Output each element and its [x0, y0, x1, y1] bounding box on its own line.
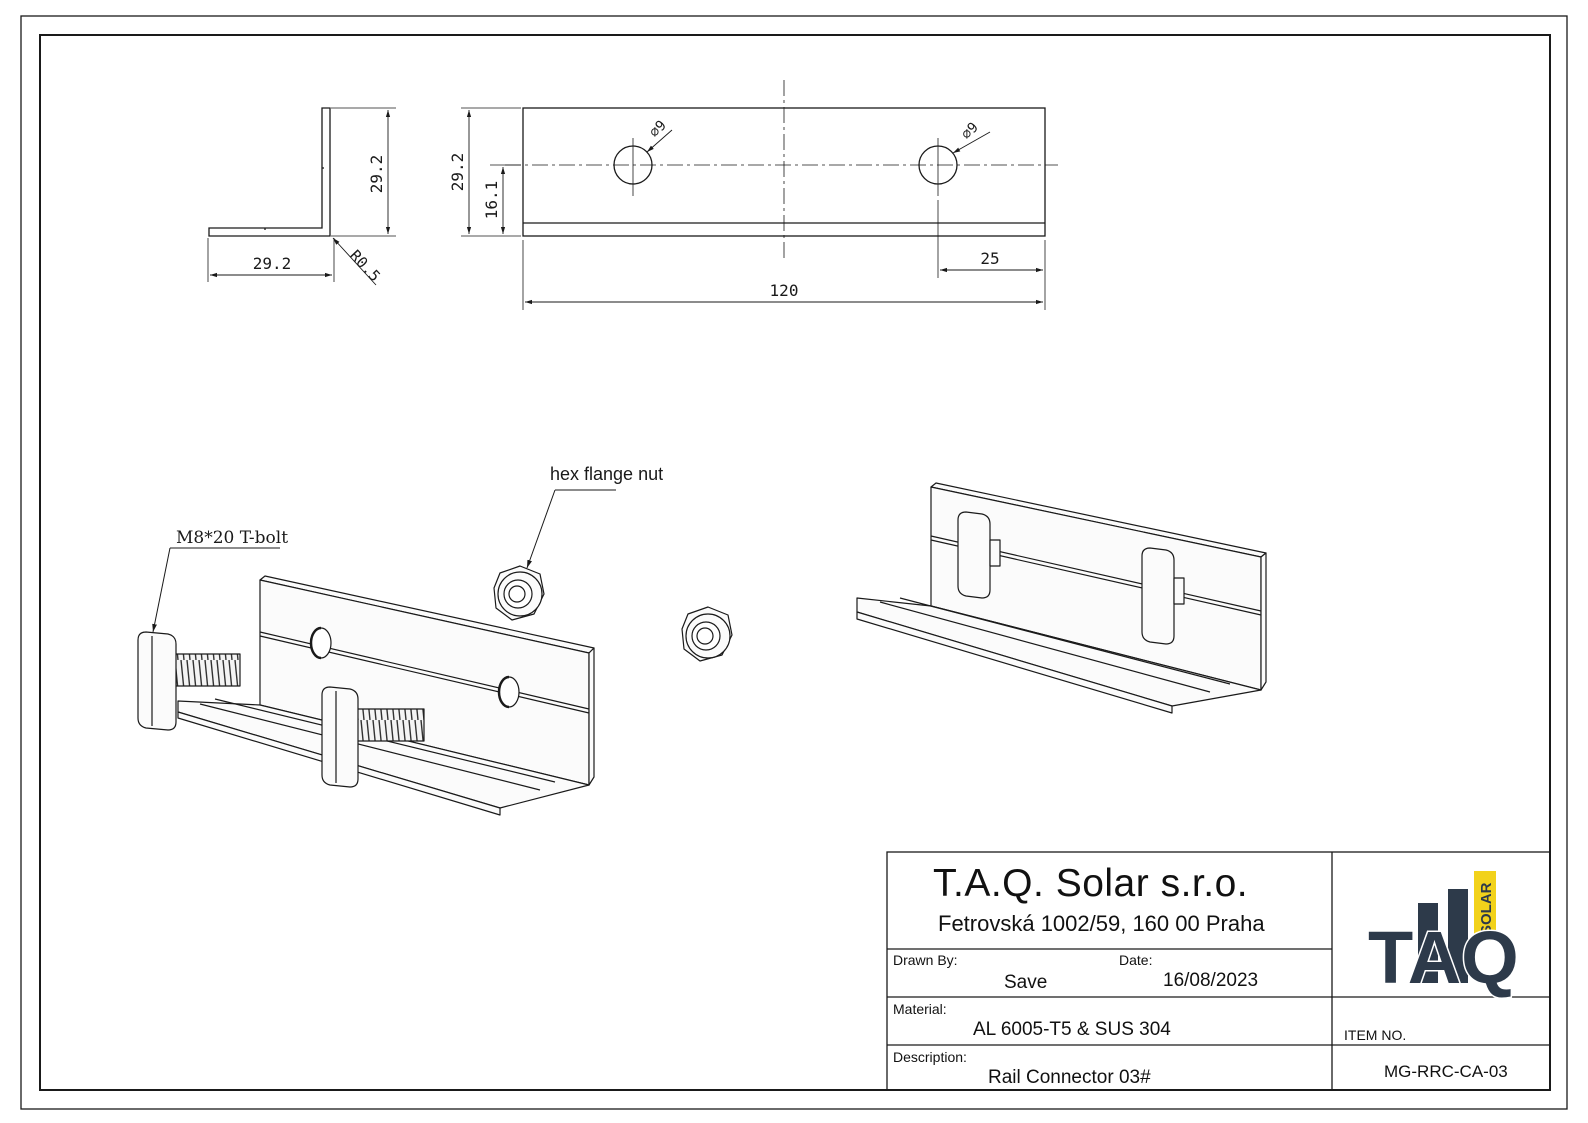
- drawn-by-label: Drawn By:: [893, 952, 958, 968]
- dim-front-height-text: 29.2: [448, 153, 467, 192]
- side-view: [207, 107, 396, 286]
- assembled-view: [856, 482, 1267, 714]
- angle-profile: [208, 107, 331, 237]
- description-label: Description:: [893, 1049, 967, 1065]
- hole-right-dia-text: ⌀9: [959, 120, 982, 143]
- dim-side-height-text: 29.2: [367, 155, 386, 194]
- material-label: Material:: [893, 1001, 947, 1017]
- callout-leaders: [152, 489, 616, 633]
- material-value: AL 6005-T5 & SUS 304: [973, 1019, 1171, 1040]
- item-no-label: ITEM NO.: [1344, 1027, 1407, 1043]
- date-value: 16/08/2023: [1163, 970, 1259, 991]
- dim-radius-leader: [332, 237, 377, 286]
- date-label: Date:: [1119, 952, 1153, 968]
- front-view: [461, 80, 1058, 310]
- description-value: Rail Connector 03#: [988, 1067, 1151, 1088]
- logo-sub-text: SOLAR: [1478, 882, 1495, 935]
- hole-left-dia-text: ⌀9: [647, 118, 670, 141]
- dim-radius-text: R0.5: [346, 246, 384, 285]
- logo-text: TAQ: [1368, 916, 1519, 999]
- outer-frame: [20, 15, 1568, 1110]
- exploded-view: [137, 565, 733, 816]
- item-no-value: MG-RRC-CA-03: [1384, 1062, 1508, 1081]
- bolt-callout-text: M8*20 T-bolt: [176, 528, 288, 548]
- dim-hole-offset-text: 25: [980, 249, 999, 268]
- company-name: T.A.Q. Solar s.r.o.: [933, 862, 1249, 905]
- hole-left-leader: [646, 129, 673, 153]
- dim-length-text: 120: [770, 281, 799, 300]
- nut-callout-text: hex flange nut: [550, 464, 663, 484]
- inner-frame: [39, 34, 1551, 1091]
- drawn-by-value: Save: [1004, 972, 1048, 993]
- dim-side-width-text: 29.2: [253, 254, 292, 273]
- title-block: [886, 851, 1551, 1091]
- hole-right-leader: [952, 131, 991, 154]
- taq-logo: SOLAR TAQ: [1367, 871, 1520, 1001]
- company-address: Fetrovská 1002/59, 160 00 Praha: [938, 911, 1265, 936]
- dim-hole-height-text: 16.1: [482, 181, 501, 220]
